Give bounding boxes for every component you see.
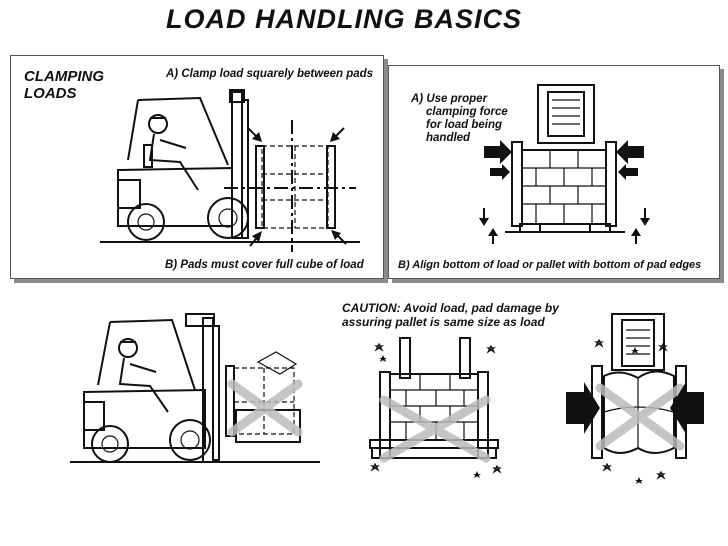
caption-align-bottom: B) Align bottom of load or pallet with b… [398, 259, 702, 271]
caption-clamping-force-4: handled [426, 132, 471, 144]
caption-clamping-force-3: for load being [426, 119, 503, 131]
caution-line2: assuring pallet is same size as load [342, 315, 545, 329]
caution-center-view [369, 337, 502, 478]
page-title: LOAD HANDLING BASICS [166, 4, 522, 34]
section-label-line1: CLAMPING [24, 68, 104, 85]
caption-clamp-squarely: A) Clamp load squarely between pads [166, 68, 374, 80]
forklift-lower [70, 313, 320, 463]
forklift-upper [100, 89, 360, 252]
clamp-front-view [479, 84, 650, 244]
caption-clamping-force-2: clamping force [426, 106, 508, 118]
caution-line1: CAUTION: Avoid load, pad damage by [342, 301, 559, 315]
section-label-line2: LOADS [24, 85, 77, 102]
caution-right-view [566, 313, 704, 484]
force-panel [388, 65, 720, 279]
caption-pads-cover-cube: B) Pads must cover full cube of load [165, 259, 364, 271]
caption-clamping-force-1: A) Use proper [411, 93, 488, 105]
